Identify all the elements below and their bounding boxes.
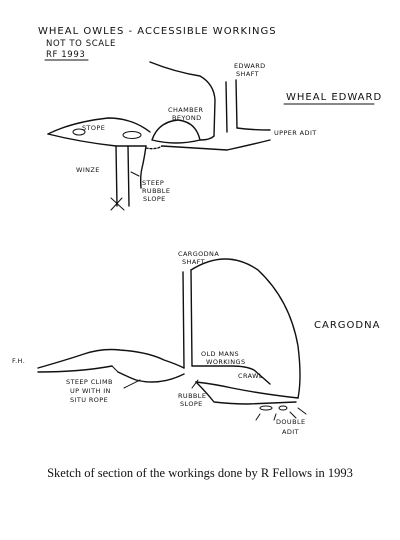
double-adit-blob-2	[278, 405, 288, 411]
main-level-floor-right	[117, 371, 185, 383]
label-old-mans-1: OLD MANS	[201, 350, 239, 358]
label-rubble-2: SLOPE	[180, 400, 203, 408]
rubble-slope-edge	[139, 145, 147, 189]
section-name-cargodna: CARGODNA	[314, 320, 380, 331]
label-cargodna-shaft-1: CARGODNA	[178, 250, 219, 258]
label-steep-2: RUBBLE	[142, 187, 170, 195]
label-chamber-1: CHAMBER	[168, 106, 203, 114]
double-adit-level	[195, 381, 297, 405]
drive-roof	[149, 61, 216, 137]
edward-shaft-left-wall	[225, 81, 228, 133]
cargodna-shaft-left-wall	[182, 271, 185, 369]
sketch-subtitle: NOT TO SCALE	[46, 39, 116, 49]
label-climb-1: STEEP CLIMB	[66, 378, 113, 386]
climb-arrow	[123, 379, 141, 389]
label-chamber-2: BEYOND	[172, 114, 202, 122]
sketch-title: WHEAL OWLES - ACCESSIBLE WORKINGS	[38, 26, 277, 37]
sketch-ref: RF 1993	[46, 50, 85, 60]
rubble-slope-hatch	[145, 145, 163, 150]
winze-cross	[110, 197, 125, 211]
label-edward-shaft-1: EDWARD	[234, 62, 266, 70]
stope-blob-2	[122, 131, 142, 139]
label-double-adit-2: ADIT	[282, 428, 299, 436]
wheal-edward-workings	[47, 61, 271, 211]
label-steep-3: SLOPE	[143, 195, 166, 203]
chamber	[151, 119, 201, 144]
label-double-adit-1: DOUBLE	[276, 418, 305, 426]
label-upper-adit: UPPER ADIT	[274, 129, 317, 137]
figure-caption: Sketch of section of the workings done b…	[47, 466, 353, 480]
climb-link	[111, 365, 119, 373]
old-mans-level	[191, 365, 271, 385]
cargodna-workings	[37, 258, 307, 421]
rubble-arrow	[191, 379, 199, 389]
label-climb-3: SITU ROPE	[70, 396, 108, 404]
winze-right-wall	[127, 145, 130, 207]
level-bottom	[47, 133, 147, 147]
label-crawl: CRAWL	[238, 372, 263, 380]
label-climb-2: UP WITH IN	[70, 387, 111, 395]
section-name-wheal-edward: WHEAL EDWARD	[286, 92, 382, 103]
level-top	[47, 117, 151, 135]
stope-blob-1	[72, 128, 86, 136]
double-adit-ticks	[255, 407, 307, 421]
cargodna-outer-boundary	[190, 258, 301, 399]
label-steep-1: STEEP	[142, 179, 164, 187]
main-level-roof	[37, 348, 185, 369]
crawl-passage	[195, 381, 299, 399]
label-fh: F.H.	[12, 357, 25, 365]
winze-pointer	[130, 171, 140, 177]
label-rubble-1: RUBBLE	[178, 392, 206, 400]
label-stope: STOPE	[82, 124, 105, 132]
label-cargodna-shaft-2: SHAFT	[182, 258, 205, 266]
edward-shaft-right-wall	[235, 79, 238, 129]
upper-adit-roof	[236, 127, 271, 131]
label-edward-shaft-2: SHAFT	[236, 70, 259, 78]
double-adit-blob-1	[259, 405, 273, 411]
upper-adit-floor	[226, 139, 271, 151]
label-old-mans-2: WORKINGS	[206, 358, 245, 366]
cargodna-shaft-right-wall	[190, 269, 193, 367]
main-level-floor-left	[37, 365, 113, 373]
level-floor-right	[161, 145, 228, 151]
label-winze: WINZE	[76, 166, 100, 174]
level-to-shaft	[199, 135, 215, 141]
winze-left-wall	[115, 145, 118, 207]
